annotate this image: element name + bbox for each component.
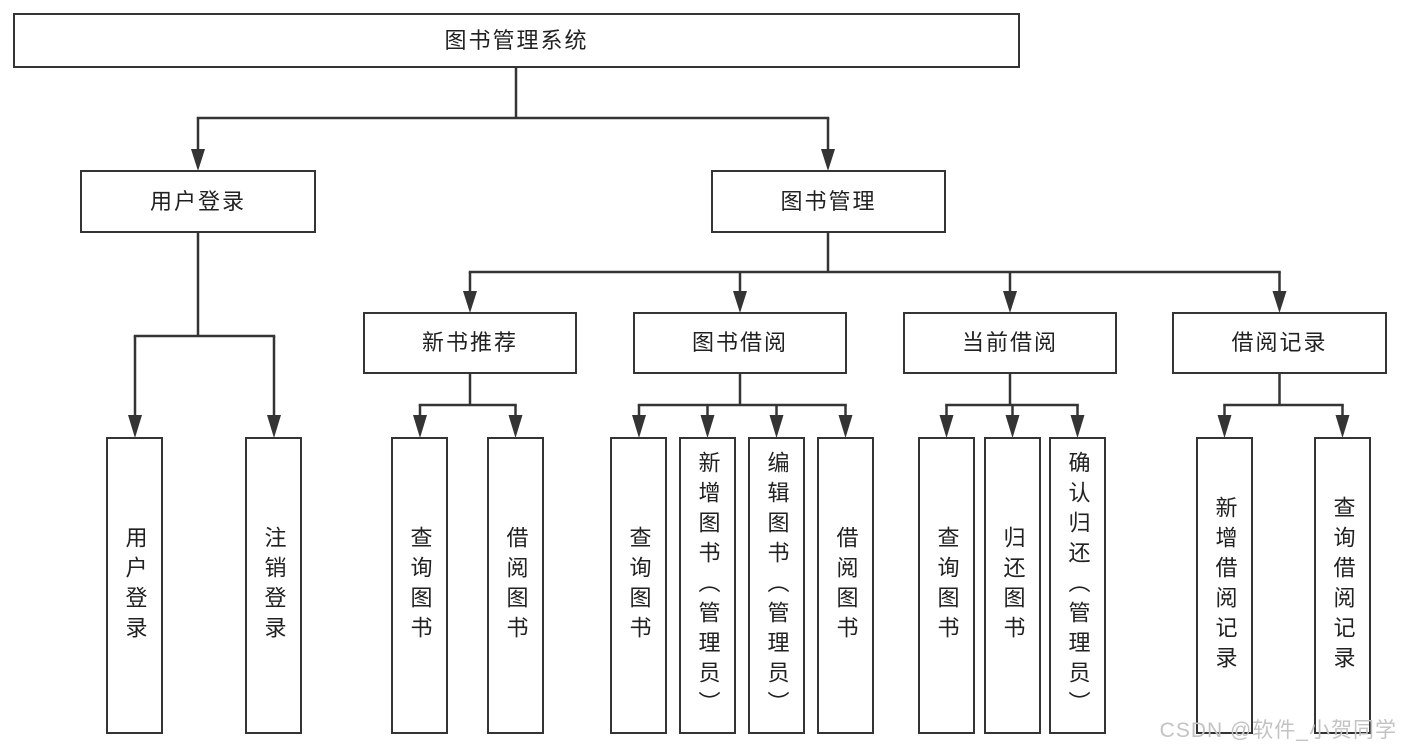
node-leaf-user-login: 用户登录 bbox=[106, 437, 163, 734]
node-leaf-add-borrow-record: 新增借阅记录 bbox=[1196, 437, 1253, 734]
node-current-borrow: 当前借阅 bbox=[903, 312, 1117, 374]
node-leaf-borrow-books-1: 借阅图书 bbox=[487, 437, 544, 734]
node-leaf-edit-books-admin: 编辑图书（管理员） bbox=[748, 437, 805, 734]
node-book-borrow: 图书借阅 bbox=[633, 312, 847, 374]
node-leaf-query-books-2: 查询图书 bbox=[610, 437, 667, 734]
node-leaf-logout: 注销登录 bbox=[245, 437, 302, 734]
node-leaf-query-borrow-record: 查询借阅记录 bbox=[1314, 437, 1371, 734]
csdn-watermark: CSDN @软件_小贺同学 bbox=[1159, 719, 1397, 742]
node-leaf-borrow-books-2: 借阅图书 bbox=[817, 437, 874, 734]
node-new-book-recommend: 新书推荐 bbox=[363, 312, 577, 374]
node-leaf-add-books-admin: 新增图书（管理员） bbox=[679, 437, 736, 734]
node-library-management-system: 图书管理系统 bbox=[13, 13, 1020, 68]
node-leaf-confirm-return-admin: 确认归还（管理员） bbox=[1049, 437, 1106, 734]
node-book-management: 图书管理 bbox=[711, 170, 946, 233]
node-leaf-return-books: 归还图书 bbox=[984, 437, 1041, 734]
node-user-login: 用户登录 bbox=[80, 170, 316, 233]
node-leaf-query-books-1: 查询图书 bbox=[391, 437, 448, 734]
node-borrow-record: 借阅记录 bbox=[1172, 312, 1387, 374]
node-leaf-query-books-3: 查询图书 bbox=[918, 437, 975, 734]
